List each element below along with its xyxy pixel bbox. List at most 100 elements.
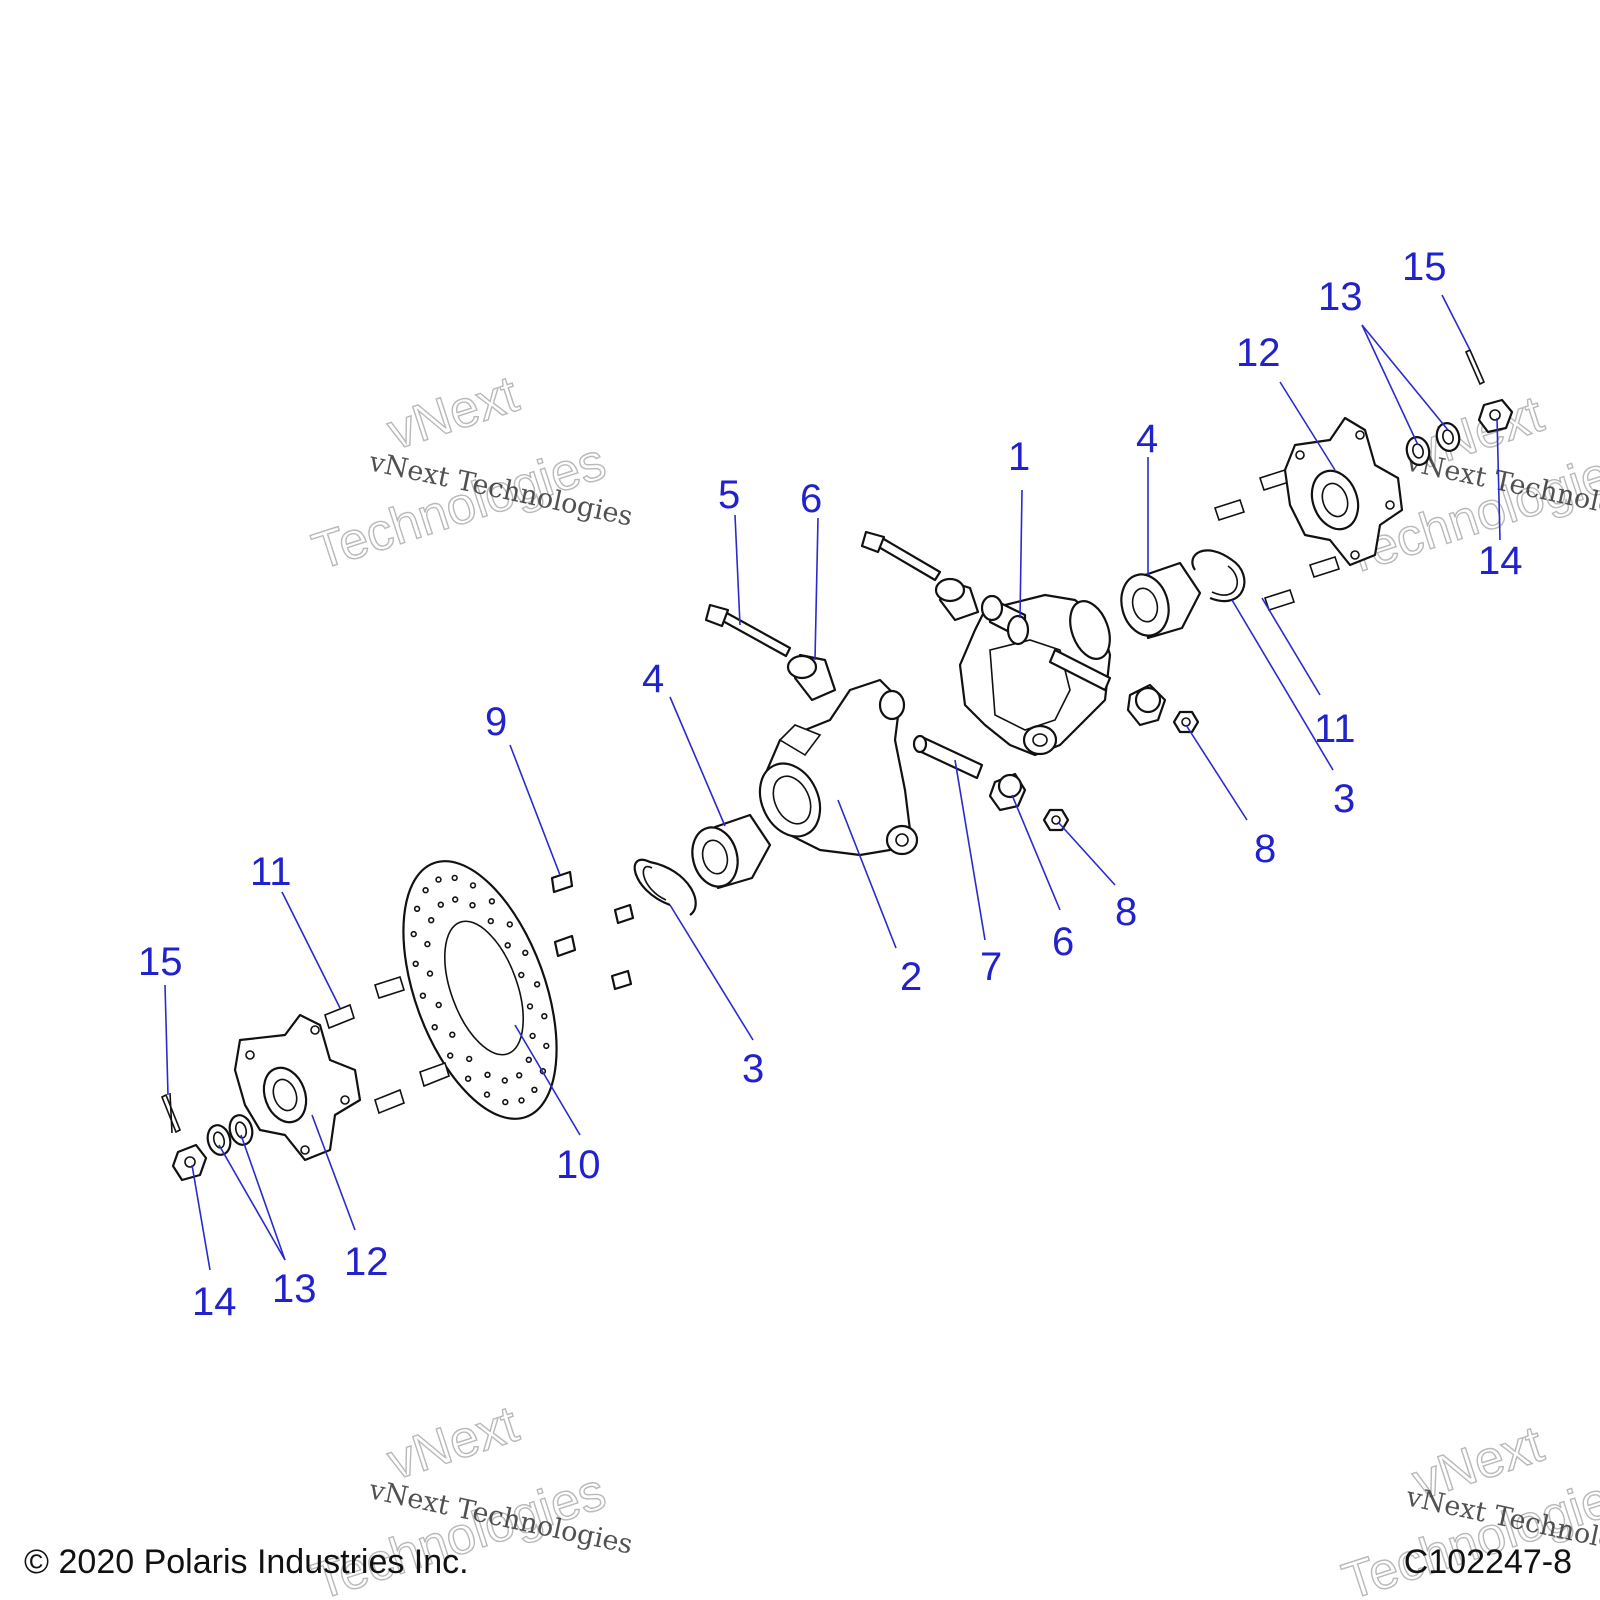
rotor-hole (531, 1086, 538, 1094)
part-11-studs-upper (1213, 468, 1341, 612)
callout-13-upper: 13 (1318, 275, 1363, 319)
rotor-hole (484, 1071, 491, 1079)
part-15-cotter-pin-lower (160, 1092, 182, 1134)
leader-8-upper (1185, 724, 1248, 821)
callout-3-upper: 3 (1333, 777, 1355, 821)
rotor-hole (529, 1032, 536, 1040)
leader-13-lower-a (218, 1144, 286, 1261)
part-12-hub-upper (1283, 416, 1404, 567)
part-9-rotor-bolts (550, 870, 635, 991)
part-12-hub-lower (233, 1013, 362, 1162)
rotor-hole (501, 1077, 508, 1084)
callout-1: 1 (1008, 435, 1030, 479)
watermark-top-left: vNext Technologies vNext Technologies (305, 364, 635, 582)
leader-7 (954, 759, 986, 941)
rotor-hole (412, 960, 419, 967)
callout-11-lower: 11 (250, 850, 292, 894)
leader-8-lower (1057, 821, 1116, 886)
callout-numbers: 1 2 3 3 4 4 5 6 6 7 8 8 9 10 11 11 12 12… (138, 245, 1523, 1324)
rotor-hole (506, 921, 513, 928)
rotor-hole (504, 942, 511, 949)
leader-2 (837, 799, 897, 949)
rotor-hole (447, 1052, 454, 1059)
leader-5 (734, 514, 741, 626)
part-7-pin (912, 734, 984, 780)
part-15-cotter-pin-upper (1464, 348, 1486, 386)
rotor-hole (525, 1056, 532, 1064)
part-6-bushing-lower (786, 653, 837, 702)
rotor-hole (464, 1075, 472, 1082)
rotor-hole (451, 874, 458, 882)
rotor-hole (435, 876, 442, 883)
rotor-hole (419, 992, 427, 999)
rotor-hole (515, 1072, 523, 1079)
leader-13-upper-a (1361, 324, 1419, 446)
leader-14-upper (1496, 417, 1501, 541)
leader-6-top (814, 517, 819, 661)
leader-13-upper-b (1361, 324, 1449, 431)
callout-15-lower: 15 (138, 940, 183, 984)
leader-3-upper (1231, 599, 1334, 771)
rotor-hole (488, 898, 496, 905)
drawing-id: C102247-8 (1403, 1543, 1572, 1581)
rotor-holes (410, 874, 550, 1106)
leader-12-upper (1279, 381, 1336, 471)
watermark-outline-1: vNext (381, 1395, 526, 1491)
rotor-hole (431, 1023, 438, 1031)
rotor-hole (522, 949, 529, 956)
part-3-snap-ring-lower (633, 858, 697, 916)
rotor-hole (543, 1042, 550, 1050)
part-11-studs-lower (324, 975, 450, 1115)
rotor-hole (428, 916, 435, 924)
callout-15-upper: 15 (1402, 245, 1447, 289)
callout-6-top: 6 (800, 477, 822, 521)
rotor-hole (518, 1097, 525, 1104)
callout-4-lower: 4 (642, 657, 664, 701)
leader-4-lower (669, 696, 726, 827)
rotor-hole (469, 882, 477, 889)
leader-9 (509, 744, 561, 876)
part-6-bushing-mid (934, 577, 980, 622)
leader-13-lower-b (240, 1134, 286, 1261)
part-14-castle-nut-upper (1477, 398, 1514, 434)
leader-11-upper (1261, 597, 1321, 696)
leader-14-lower (191, 1164, 211, 1271)
part-3-snap-ring-upper (1191, 549, 1246, 603)
rotor-hole (437, 901, 444, 908)
leader-6-bottom (1011, 794, 1061, 911)
part-8-nut-upper (1172, 710, 1200, 734)
rotor-hole (452, 896, 459, 903)
rotor-hole (487, 917, 494, 925)
rotor-hole (413, 905, 421, 912)
leader-15-upper (1441, 294, 1471, 351)
callout-14-upper: 14 (1478, 539, 1523, 583)
callout-7: 7 (980, 945, 1002, 989)
part-6-bushing-right (1126, 683, 1167, 727)
callout-6-bottom: 6 (1052, 920, 1074, 964)
rotor-hole (526, 1003, 534, 1010)
rotor-hole (410, 930, 417, 938)
part-1-knuckle-housing (958, 593, 1112, 757)
callout-14-lower: 14 (192, 1280, 237, 1324)
leader-12-lower (311, 1114, 356, 1231)
part-2-lower-knuckle (758, 678, 919, 857)
part-6-bushing-bottom (988, 772, 1027, 812)
callout-12-lower: 12 (344, 1240, 389, 1284)
part-8-nut-lower (1042, 808, 1070, 832)
rotor-hole (424, 940, 431, 948)
callout-13-lower: 13 (272, 1267, 317, 1311)
callout-3-lower: 3 (742, 1047, 764, 1091)
callout-12-upper: 12 (1236, 331, 1281, 375)
callout-8-upper: 8 (1254, 827, 1276, 871)
leader-3-lower (669, 904, 754, 1041)
callout-11-upper: 11 (1314, 707, 1356, 751)
leader-1 (1019, 489, 1023, 619)
callout-2: 2 (900, 955, 922, 999)
part-4-bearing-upper (1120, 561, 1202, 640)
callout-10: 10 (556, 1143, 601, 1187)
leader-lines (164, 294, 1501, 1271)
copyright-text: © 2020 Polaris Industries Inc. (24, 1543, 469, 1581)
rotor-hole (426, 970, 434, 977)
part-10-brake-rotor (402, 860, 558, 1120)
